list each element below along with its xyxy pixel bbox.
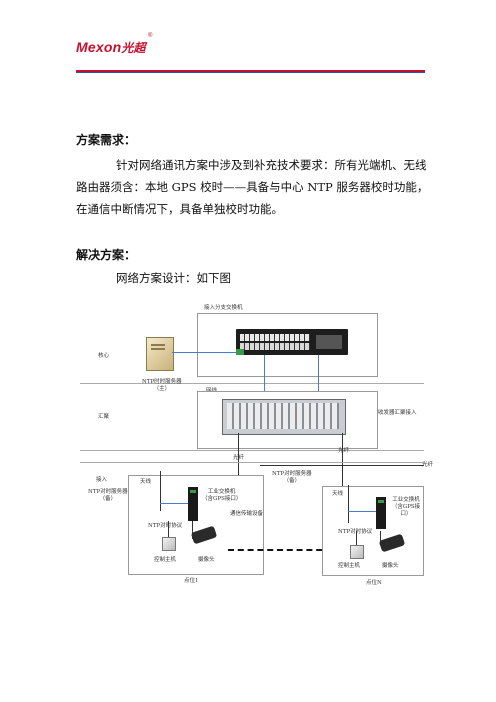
industrial-switch-1-image — [188, 487, 198, 521]
antenna-label-2: 天线 — [332, 491, 344, 497]
aggregation-label: 汇聚 — [98, 414, 110, 420]
antenna-link-1 — [160, 503, 188, 504]
requirements-line-3: 在通信中断情况下，具备单独校时功能。 — [76, 202, 283, 216]
siteN-cam-link — [380, 531, 381, 545]
registered-mark: ® — [148, 33, 153, 39]
transceiver-label: 收发器汇聚接入 — [378, 410, 417, 416]
ntp-main-server-label: NTP时时服务器 （主） — [142, 379, 182, 392]
fiber-label-3: 光纤 — [422, 462, 434, 468]
ntp-protocol-label-1: NTP对时协议 — [148, 523, 183, 529]
comm-device-label: 通信传输设备 — [230, 511, 264, 517]
antenna-link-2 — [348, 511, 376, 512]
section-title-requirements: 方案需求： — [76, 133, 137, 147]
comm-dashed-link — [228, 549, 332, 551]
core-agg-link-2 — [318, 355, 319, 394]
logo-text: Mexon — [76, 39, 122, 55]
industrial-switch-2-image — [376, 497, 386, 529]
transceiver-chassis-image — [222, 399, 346, 435]
core-separator — [80, 383, 424, 384]
solution-text: 网络方案设计：如下图 — [116, 271, 231, 285]
antenna-mast-1 — [160, 471, 161, 511]
ntp-main-server-image — [146, 337, 174, 371]
access-label: 接入 — [96, 477, 108, 483]
header-rule-red — [76, 70, 425, 72]
ntp-main-link — [172, 352, 236, 353]
ntp-backup-server-label-2: NTP对时服务器 （备） — [272, 471, 312, 484]
control-host-2-label: 控制主机 — [338, 563, 361, 569]
requirements-line-1: 针对网络通讯方案中涉及到补充技术要求：所有光端机、无线 — [116, 158, 427, 172]
control-host-1-label: 控制主机 — [154, 557, 177, 563]
fiber-link-3 — [260, 465, 424, 466]
company-logo: Mexon光超 — [76, 39, 146, 56]
requirements-line-2: 路由器须含：本地 GPS 校时——具备与中心 NTP 服务器校时功能， — [76, 180, 429, 194]
logo-cn-text: 光超 — [121, 41, 146, 55]
core-agg-link-1 — [264, 355, 265, 394]
industrial-switch-1-label: 工业交换机 （含GPS接口） — [202, 489, 242, 502]
network-diagram: 接入分支交换机 核心 NTP时时服务器 （主） 网线 汇聚 收发器汇聚接入 光纤… — [80, 299, 433, 586]
section-title-solution: 解决方案： — [76, 248, 137, 262]
camera-2-label: 摄像头 — [382, 563, 399, 569]
siteN-host-link — [356, 531, 357, 549]
header-rule-blue — [76, 72, 425, 73]
fiber-link-1 — [238, 433, 239, 485]
site1-host-link — [168, 521, 169, 541]
fiber-label-1: 光纤 — [233, 455, 245, 461]
site-1-label: 点位1 — [184, 578, 199, 584]
core-label: 核心 — [98, 353, 110, 359]
antenna-label-1: 天线 — [140, 479, 152, 485]
site-n-label: 点位N — [366, 580, 382, 586]
site-n-box — [322, 486, 424, 576]
access-separator — [80, 462, 424, 463]
ntp-protocol-label-2: NTP对时协议 — [338, 527, 372, 535]
core-switch-image — [236, 329, 348, 355]
aggregation-separator — [80, 450, 424, 451]
camera-1-label: 摄像头 — [198, 557, 215, 563]
top-switch-label: 接入分支交换机 — [204, 305, 243, 311]
ntp-backup-server-label-1: NTP对时服务器 （备） — [88, 489, 128, 502]
fiber-label-2: 光纤 — [338, 448, 350, 454]
site1-cam-link — [192, 521, 193, 539]
industrial-switch-2-label: 工业交换机 （含GPS接口） — [391, 497, 421, 517]
control-host-1-image — [162, 537, 176, 551]
antenna-mast-2 — [348, 485, 349, 523]
control-host-2-image — [350, 545, 364, 559]
